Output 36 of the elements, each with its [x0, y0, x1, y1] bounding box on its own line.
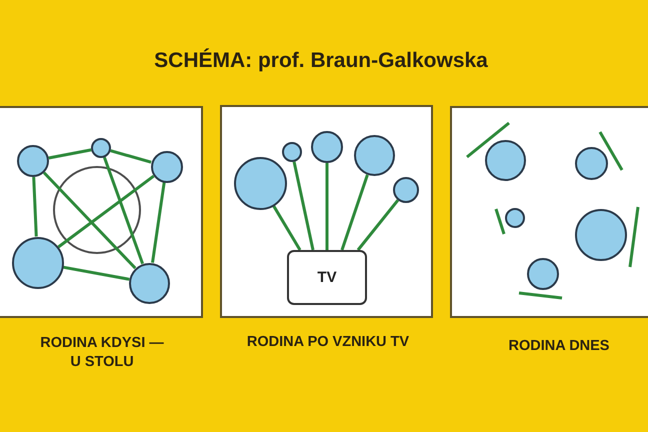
- panel-caption: RODINA DNES: [508, 336, 610, 356]
- circle-node: [12, 236, 64, 288]
- tv-label: TV: [317, 268, 337, 286]
- connector-line: [340, 174, 369, 250]
- circle-node: [150, 150, 182, 182]
- panel-caption: RODINA PO VZNIKU TV: [246, 332, 410, 352]
- circle-node: [129, 262, 170, 304]
- diagram-title: SCHÉMA: prof. Braun-Galkowska: [154, 49, 488, 73]
- connector-line: [102, 156, 144, 264]
- connector-line: [326, 163, 328, 250]
- circle-node: [234, 156, 286, 210]
- connector-line: [356, 199, 400, 251]
- circle-node: [17, 145, 49, 177]
- connector-line: [151, 182, 166, 263]
- diagram-panel: [220, 105, 433, 318]
- connector-line: [42, 172, 136, 270]
- circle-node: [282, 142, 302, 162]
- connector-line: [62, 266, 130, 281]
- circle-node: [575, 147, 608, 180]
- connector-line: [272, 205, 302, 251]
- circle-node: [526, 258, 558, 290]
- circle-node: [91, 138, 111, 158]
- circle-node: [354, 135, 394, 176]
- connector-line: [48, 148, 92, 160]
- tv-box: [287, 250, 367, 305]
- connector-line: [292, 161, 314, 250]
- circle-node: [393, 177, 419, 203]
- circle-node: [484, 140, 526, 180]
- diagram-panel: [450, 106, 648, 318]
- circle-node: [311, 131, 343, 163]
- connector-line: [110, 149, 152, 164]
- diagram-panel: [0, 106, 203, 318]
- panel-caption: RODINA KDYSI — U STOLU: [39, 334, 165, 372]
- connector-line: [32, 176, 38, 237]
- connector-line: [58, 174, 155, 248]
- circle-node: [505, 208, 525, 228]
